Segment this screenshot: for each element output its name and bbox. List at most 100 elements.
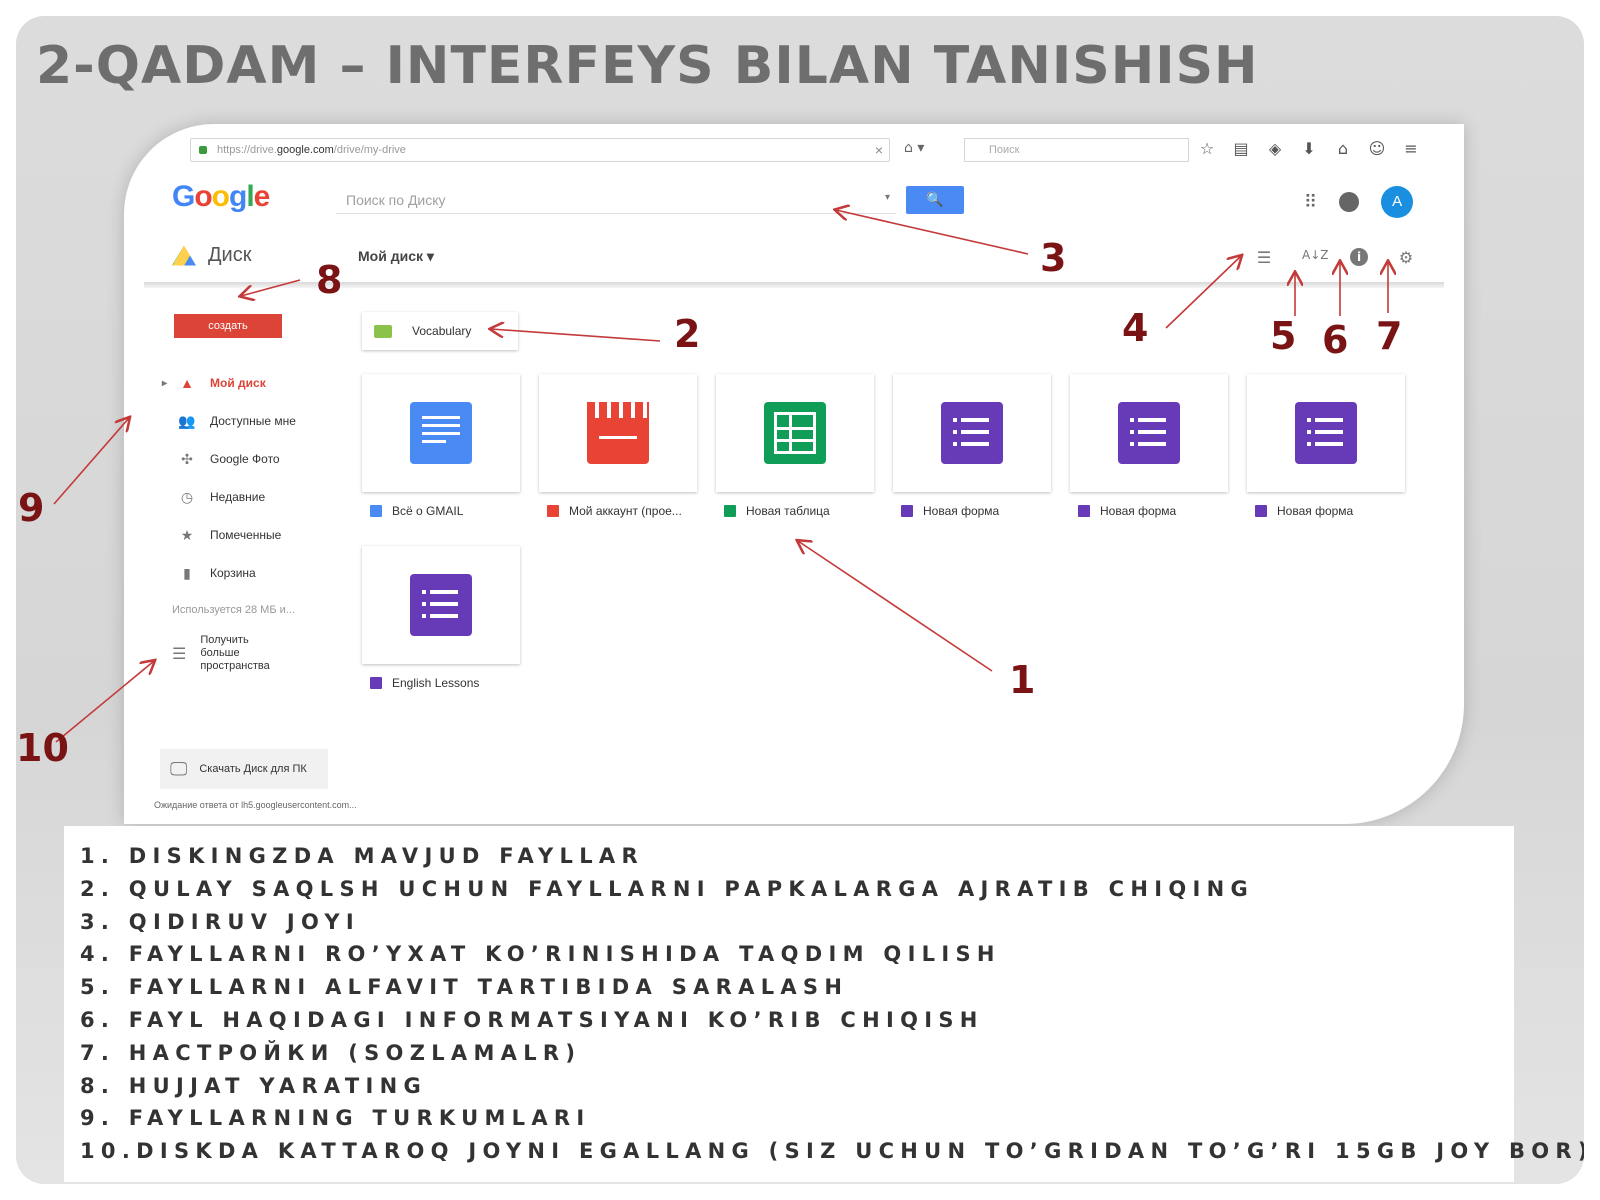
url-prefix: https://drive. — [217, 144, 277, 156]
sidebar-item-label: Google Фото — [210, 452, 280, 466]
sidebar-item[interactable]: ✣ Google Фото — [160, 440, 350, 478]
forms-small-icon — [901, 505, 913, 517]
file-thumbnail — [362, 546, 520, 664]
address-bar[interactable]: https://drive.google.com/drive/my-drive … — [190, 138, 890, 162]
lock-icon — [199, 146, 207, 154]
pocket-icon[interactable]: ◈ — [1268, 139, 1282, 158]
download-drive-button[interactable]: 🖵 Скачать Диск для ПК — [160, 749, 328, 789]
file-card[interactable]: Всё о GMAIL — [362, 374, 520, 522]
logo-letter: e — [253, 180, 271, 213]
my-drive-dropdown[interactable]: Мой диск ▾ — [358, 248, 434, 264]
callout-4: 4 — [1122, 306, 1149, 350]
folder-name: Vocabulary — [412, 324, 472, 338]
drive-name: Диск — [208, 244, 252, 266]
file-label: Новая форма — [1078, 504, 1176, 518]
arrow-9 — [53, 418, 129, 505]
browser-status: Ожидание ответа от lh5.googleusercontent… — [154, 800, 357, 810]
drive-screenshot: https://drive.google.com/drive/my-drive … — [124, 124, 1464, 824]
file-label: Новая таблица — [724, 504, 830, 518]
file-card[interactable]: Новая форма — [893, 374, 1051, 522]
sheets-icon — [764, 402, 826, 464]
legend-item: 3. QIDIRUV JOYI — [80, 909, 361, 934]
file-name: English Lessons — [392, 676, 480, 690]
list-view-icon[interactable]: ☰ — [1256, 248, 1272, 267]
avatar[interactable]: A — [1381, 186, 1414, 218]
download-icon[interactable]: ⬇ — [1302, 139, 1316, 158]
callout-3: 3 — [1040, 236, 1067, 280]
file-card[interactable]: Новая форма — [1247, 374, 1405, 522]
forms-icon — [1295, 402, 1357, 464]
docs-small-icon — [370, 505, 382, 517]
get-more-storage-label: Получить больше пространства — [200, 634, 270, 672]
notifications-icon[interactable] — [1339, 192, 1360, 212]
sidebar-item[interactable]: ▮Корзина — [160, 554, 350, 592]
legend-item: 7. НАСТРОЙКИ (SOZLAMALR) — [80, 1040, 582, 1065]
file-thumbnail — [539, 374, 697, 492]
file-name: Всё о GMAIL — [392, 504, 464, 518]
home-icon[interactable]: ⌂ — [1337, 139, 1349, 158]
file-thumbnail — [716, 374, 874, 492]
file-label: English Lessons — [370, 676, 479, 690]
download-drive-label: Скачать Диск для ПК — [199, 763, 307, 775]
file-card[interactable]: Мой аккаунт (прое... — [539, 374, 697, 522]
file-card[interactable]: English Lessons — [362, 546, 520, 694]
callout-8: 8 — [316, 258, 343, 302]
star-icon: ★ — [180, 526, 194, 543]
file-label: Всё о GMAIL — [370, 504, 463, 518]
create-button[interactable]: СОЗДАТЬ — [174, 314, 282, 338]
browser-toolbar: ☆ ▤ ◈ ⬇ ⌂ ☺ ≡ — [1196, 138, 1422, 160]
file-thumbnail — [1070, 374, 1228, 492]
apps-grid-icon[interactable]: ⠿ — [1304, 191, 1318, 213]
home-dropdown-icon[interactable]: ⌂ ▾ — [904, 140, 925, 156]
sidebar-item[interactable]: ▲Мой диск — [160, 364, 350, 402]
file-name: Новая форма — [923, 504, 1000, 518]
forms-icon — [1118, 402, 1180, 464]
folder-item[interactable]: Vocabulary — [362, 312, 518, 350]
bookmark-star-icon[interactable]: ☆ — [1199, 139, 1215, 158]
callout-1: 1 — [1009, 658, 1036, 702]
search-options-icon[interactable]: ▾ — [884, 192, 890, 203]
search-button[interactable]: 🔍 — [906, 186, 964, 214]
view-toolbar: ☰ A↓Z i ⚙ — [1254, 248, 1416, 267]
legend-item: 8. HUJJAT YARATING — [80, 1073, 428, 1098]
photos-icon: ✣ — [181, 450, 193, 467]
callout-5: 5 — [1270, 314, 1297, 358]
drive-logo[interactable]: Диск — [172, 244, 251, 267]
callout-7: 7 — [1376, 314, 1403, 358]
sort-az-icon[interactable]: A↓Z — [1302, 248, 1329, 262]
monitor-icon: 🖵 — [170, 759, 188, 779]
callout-9: 9 — [18, 486, 45, 530]
get-more-storage-link[interactable]: ☰ Получить больше пространства — [172, 634, 290, 673]
forms-small-icon — [1255, 505, 1267, 517]
forms-icon — [941, 402, 1003, 464]
storage-usage: Используется 28 МБ и... — [172, 604, 295, 616]
file-card[interactable]: Новая таблица — [716, 374, 874, 522]
file-label: Новая форма — [1255, 504, 1353, 518]
browser-search-input[interactable]: Поиск — [964, 138, 1189, 162]
sidebar-item-label: Помеченные — [210, 528, 282, 542]
legend-item: 10.DISKDA KATTAROQ JOYNI EGALLANG (SIZ U… — [80, 1139, 1584, 1164]
sidebar-item[interactable]: ◷Недавние — [160, 478, 350, 516]
file-name: Мой аккаунт (прое... — [569, 504, 682, 518]
logo-letter: G — [172, 180, 195, 213]
settings-gear-icon[interactable]: ⚙ — [1398, 248, 1414, 267]
menu-icon[interactable]: ≡ — [1404, 139, 1418, 158]
sidebar-item-label: Недавние — [210, 490, 266, 504]
docs-icon — [410, 402, 472, 464]
reading-list-icon[interactable]: ▤ — [1233, 139, 1249, 158]
trash-icon: ▮ — [183, 564, 191, 581]
callout-10: 10 — [16, 726, 69, 770]
drive-icon: ▲ — [180, 375, 194, 391]
legend-item: 6. FAYL HAQIDAGI INFORMATSIYANI KO’RIB C… — [80, 1008, 984, 1032]
file-name: Новая форма — [1277, 504, 1354, 518]
drive-search-input[interactable]: Поиск по Диску ▾ — [336, 184, 896, 214]
file-card[interactable]: Новая форма — [1070, 374, 1228, 522]
clear-url-icon[interactable]: × — [874, 142, 883, 158]
file-thumbnail — [1247, 374, 1405, 492]
info-icon[interactable]: i — [1350, 248, 1368, 266]
sidebar-item[interactable]: ★ Помеченные — [160, 516, 350, 554]
sidebar-item[interactable]: 👥Доступные мне — [160, 402, 350, 440]
toolbar-divider — [144, 282, 1444, 288]
chat-icon[interactable]: ☺ — [1368, 139, 1386, 158]
file-name: Новая форма — [1100, 504, 1177, 518]
